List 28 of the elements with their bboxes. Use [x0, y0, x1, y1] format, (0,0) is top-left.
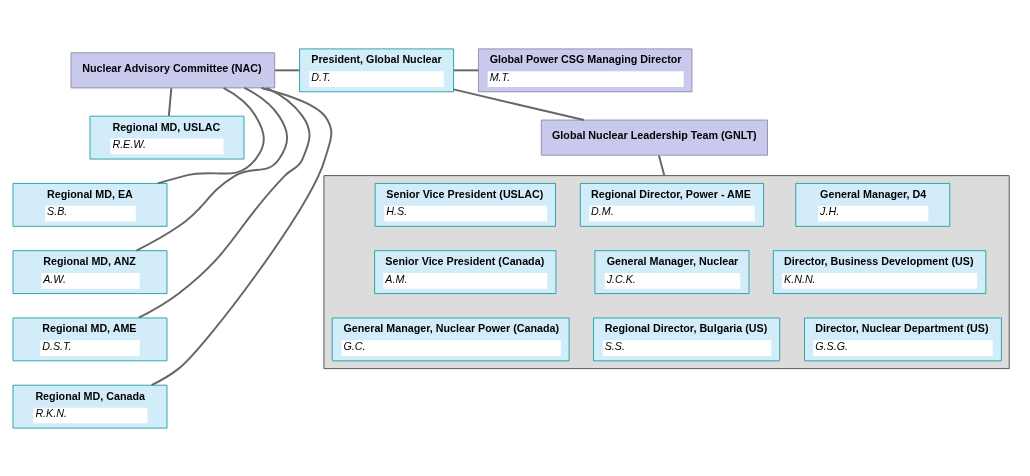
connector [453, 68, 480, 71]
node-box: General Manager, Nuclear Power (Canada) G.C. [331, 316, 570, 361]
node-box: Global Nuclear Leadership Team (GNLT) [540, 119, 768, 156]
node-box: President, Global Nuclear D.T. [299, 47, 455, 92]
connector [167, 86, 173, 117]
connector [150, 86, 333, 386]
node-box: General Manager, D4 J.H. [795, 182, 951, 227]
node-box: Director, Nuclear Department (US) G.S.G. [804, 316, 1002, 361]
connector [137, 86, 311, 319]
node-box: Senior Vice President (USLAC) H.S. [374, 182, 556, 227]
connector [135, 86, 289, 252]
connector [274, 68, 301, 71]
node-box: Regional Director, Power - AME D.M. [579, 182, 765, 227]
node-box: Regional MD, AME D.S.T. [12, 316, 168, 361]
node-box: Regional Director, Bulgaria (US) S.S. [593, 316, 781, 361]
connector [657, 153, 666, 177]
node-box: Nuclear Advisory Committee (NAC) [70, 51, 276, 88]
node-box: Regional MD, EA S.B. [12, 182, 168, 227]
node-box: General Manager, Nuclear J.C.K. [594, 249, 750, 294]
node-box: Director, Business Development (US) K.N.N. [772, 249, 987, 294]
connector [452, 87, 585, 121]
cluster [323, 174, 1010, 369]
node-box: Global Power CSG Managing Director M.T. [477, 47, 693, 92]
node-box: Senior Vice President (Canada) A.M. [374, 249, 557, 294]
node-box: Regional MD, USLAC R.E.W. [89, 115, 245, 160]
node-box: Regional MD, Canada R.K.N. [12, 384, 168, 429]
node-box: Regional MD, ANZ A.W. [12, 249, 168, 294]
connector [156, 86, 265, 184]
